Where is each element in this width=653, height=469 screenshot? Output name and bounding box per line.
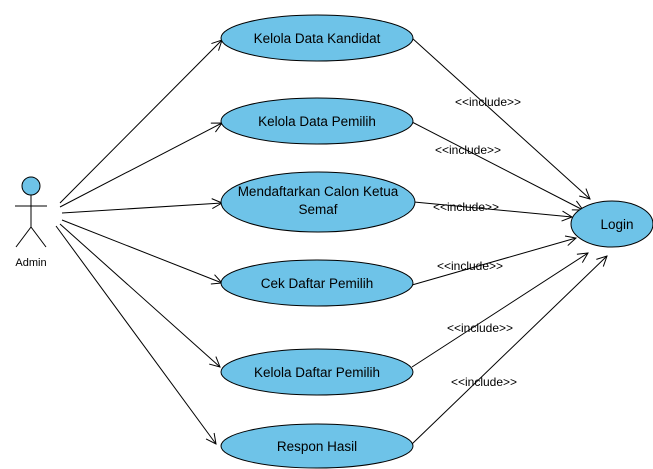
- association-edge: [59, 123, 222, 208]
- actor-head-icon: [21, 176, 41, 196]
- association-edge: [61, 219, 222, 283]
- use-case-shape: [220, 14, 414, 62]
- include-edge: [411, 121, 583, 210]
- association-edge: [59, 223, 220, 367]
- include-edges: [411, 37, 607, 445]
- use-case-login[interactable]: Login: [570, 200, 653, 248]
- use-case-label: Respon Hasil: [277, 439, 357, 454]
- association-edge: [59, 40, 222, 204]
- use-case-label: Cek Daftar Pemilih: [261, 276, 374, 291]
- actor-admin[interactable]: Admin: [15, 176, 47, 269]
- use-case-label: Kelola Data Kandidat: [254, 31, 381, 46]
- include-edge: [411, 253, 588, 368]
- include-label: <<include>>: [435, 143, 501, 157]
- use-case-shape: [220, 423, 414, 469]
- use-case-shape: [570, 200, 653, 248]
- include-edge: [411, 238, 576, 286]
- use-case-kelola-data-kandidat[interactable]: Kelola Data Kandidat: [220, 14, 414, 62]
- include-label: <<include>>: [451, 375, 517, 389]
- include-label: <<include>>: [455, 95, 521, 109]
- use-case-mendaftarkan-calon-ketua-semaf[interactable]: Mendaftarkan Calon Ketua Semaf: [220, 171, 416, 233]
- use-case-shape: [220, 171, 416, 233]
- include-edge: [411, 37, 590, 199]
- use-case-shape: [220, 259, 414, 307]
- actor-label: Admin: [15, 257, 46, 269]
- association-edge: [61, 203, 222, 214]
- association-edge: [55, 225, 216, 444]
- include-label: <<include>>: [437, 259, 503, 273]
- use-case-label-line-1: Mendaftarkan Calon Ketua: [238, 184, 399, 199]
- include-edge: [413, 201, 572, 217]
- use-case-label: Login: [600, 217, 633, 232]
- use-case-label-line-2: Semaf: [298, 202, 337, 217]
- include-labels: <<include>> <<include>> <<include>> <<in…: [433, 95, 521, 389]
- use-case-cek-daftar-pemilih[interactable]: Cek Daftar Pemilih: [220, 259, 414, 307]
- use-case-respon-hasil[interactable]: Respon Hasil: [220, 423, 414, 469]
- use-case-label: Kelola Data Pemilih: [258, 114, 376, 129]
- use-case-shape: [220, 97, 414, 145]
- actor-right-leg: [30, 226, 47, 248]
- include-label: <<include>>: [447, 321, 513, 335]
- use-case-kelola-data-pemilih[interactable]: Kelola Data Pemilih: [220, 97, 414, 145]
- use-case-kelola-daftar-pemilih[interactable]: Kelola Daftar Pemilih: [220, 348, 414, 396]
- association-edges: [55, 40, 222, 444]
- include-label: <<include>>: [433, 200, 499, 214]
- include-edge: [411, 256, 607, 445]
- use-case-shape: [220, 348, 414, 396]
- use-case-label: Kelola Daftar Pemilih: [254, 365, 380, 380]
- actor-left-leg: [15, 226, 32, 248]
